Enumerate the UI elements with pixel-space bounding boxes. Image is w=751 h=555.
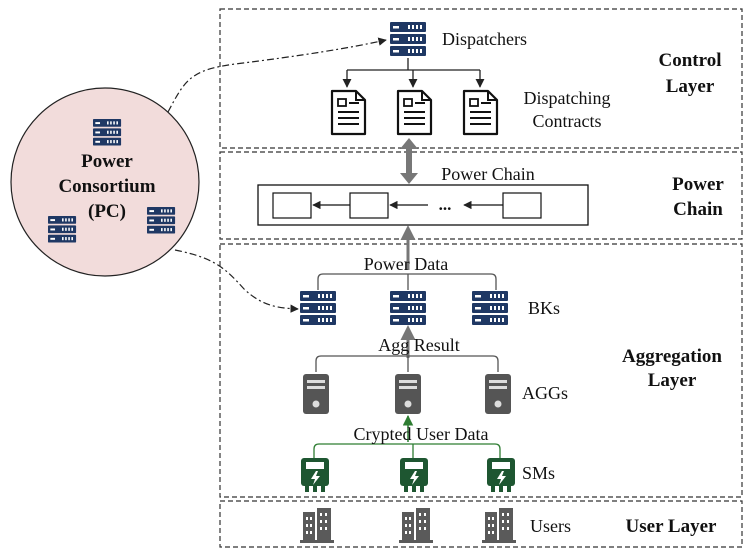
contract-document-icon-1 xyxy=(330,89,367,136)
smart-meter-icon-3 xyxy=(487,458,515,492)
aggs-label: AGGs xyxy=(522,383,568,403)
pc-title-line1: Power xyxy=(81,151,133,172)
power-chain-layer-name-line1: Power xyxy=(672,174,724,195)
user-building-icon-1 xyxy=(300,508,334,543)
agg-result-label: Agg Result xyxy=(378,335,460,355)
chain-block-2 xyxy=(349,192,389,219)
aggregation-layer-name-line1: Aggregation xyxy=(622,346,722,367)
bk-server-icon-1 xyxy=(300,291,336,325)
users-label: Users xyxy=(530,516,571,536)
smart-meter-icon-1 xyxy=(301,458,329,492)
pc-server-icon-1 xyxy=(93,119,122,146)
aggregator-icon-3 xyxy=(485,374,511,414)
pc-server-icon-3 xyxy=(147,207,176,234)
user-building-icon-3 xyxy=(482,508,516,543)
pc-title-line3: (PC) xyxy=(88,201,126,222)
bk-server-icon-2 xyxy=(390,291,426,325)
contract-document-icon-3 xyxy=(462,89,499,136)
control-layer-name-line1: Control xyxy=(659,50,722,71)
control-chain-double-arrow xyxy=(400,138,418,184)
aggregator-icon-2 xyxy=(395,374,421,414)
chain-block-1 xyxy=(272,192,312,219)
dispatchers-label: Dispatchers xyxy=(442,29,527,49)
chain-block-n xyxy=(502,192,542,219)
power-data-label: Power Data xyxy=(364,254,448,274)
contracts-label-line1: Dispatching xyxy=(524,88,611,108)
power-data-tree-lines xyxy=(317,273,497,290)
pc-to-dispatchers-connector xyxy=(167,37,387,113)
user-layer-box xyxy=(219,500,743,548)
contract-document-icon-2 xyxy=(396,89,433,136)
aggregation-layer-name-line2: Layer xyxy=(648,370,697,391)
agg-result-tree-lines xyxy=(315,355,499,372)
power-chain-label: Power Chain xyxy=(441,164,535,184)
aggregation-layer-box xyxy=(219,243,743,498)
power-chain-layer-box xyxy=(219,151,743,240)
aggregator-icon-1 xyxy=(303,374,329,414)
sms-label: SMs xyxy=(522,463,555,483)
crypted-data-tree-lines xyxy=(313,443,501,458)
smart-meter-icon-2 xyxy=(400,458,428,492)
power-chain-layer-name-line2: Chain xyxy=(673,199,723,220)
dispatch-tree-lines xyxy=(346,58,481,86)
user-building-icon-2 xyxy=(399,508,433,543)
pc-server-icon-2 xyxy=(48,216,77,243)
pc-to-bks-connector xyxy=(174,249,299,313)
contracts-label-line2: Contracts xyxy=(533,111,602,131)
crypted-user-data-label: Crypted User Data xyxy=(354,424,489,444)
bks-label: BKs xyxy=(528,298,560,318)
dispatcher-server-icon xyxy=(390,22,426,56)
user-layer-name: User Layer xyxy=(626,516,717,537)
control-layer-box xyxy=(219,8,743,149)
pc-title-line2: Consortium xyxy=(58,176,155,197)
bk-server-icon-3 xyxy=(472,291,508,325)
chain-ellipsis: ... xyxy=(439,195,452,214)
control-layer-name-line2: Layer xyxy=(666,76,715,97)
